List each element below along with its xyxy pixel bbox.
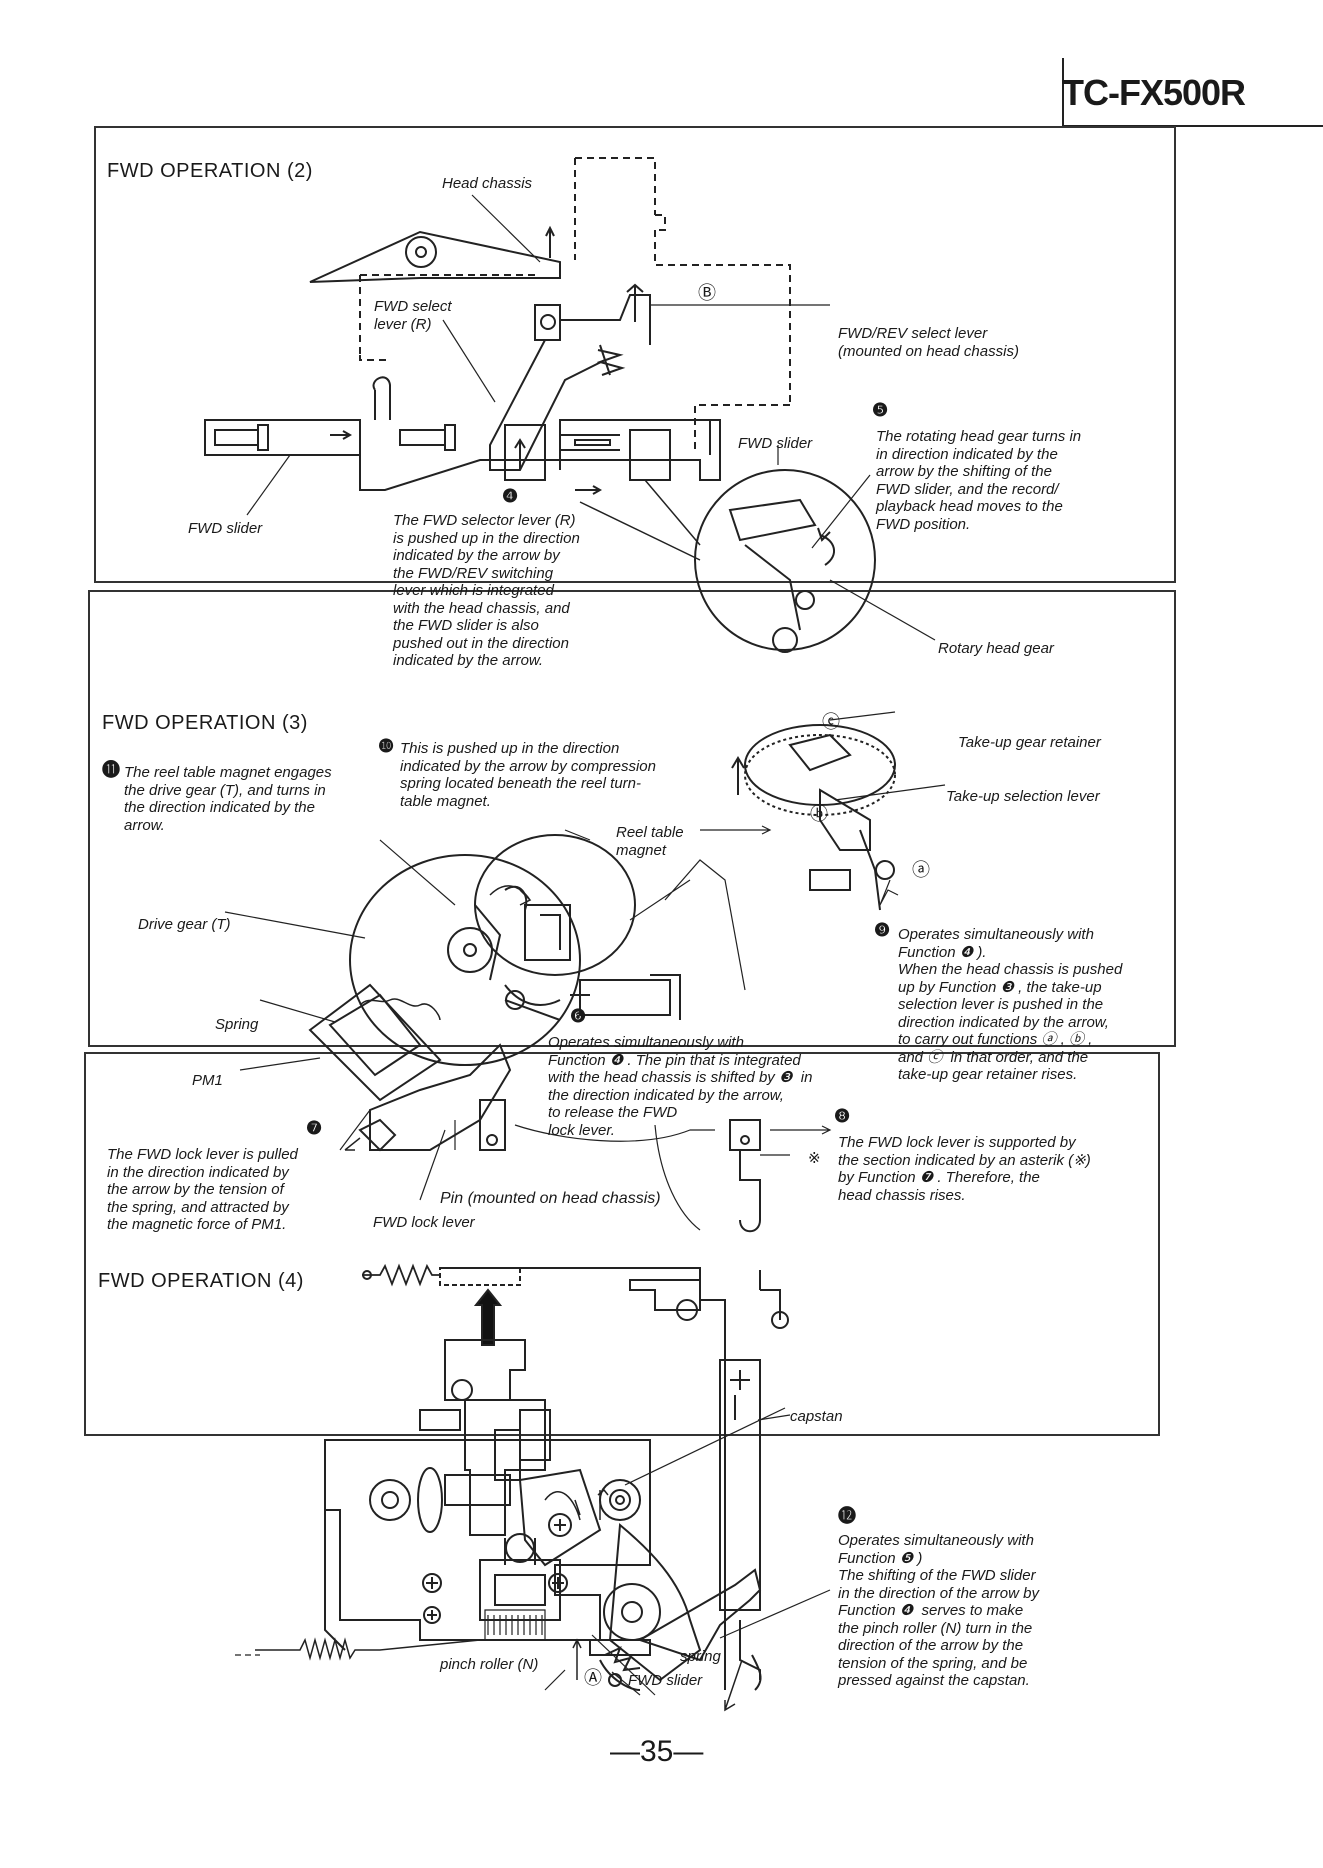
- model-rule-horizontal: [1062, 125, 1323, 127]
- label-pinch-roller: pinch roller (N): [440, 1656, 539, 1673]
- step-6-number: ❻: [570, 1006, 587, 1026]
- step-12-number: ⓬: [838, 1506, 856, 1526]
- step-10-description: This is pushed up in the direction indic…: [400, 740, 656, 810]
- step-11-description: The reel table magnet engages the drive …: [124, 764, 332, 834]
- label-drive-gear: Drive gear (T): [138, 916, 231, 933]
- label-fwd-rev-select-lever: FWD/REV select lever (mounted on head ch…: [838, 325, 1019, 360]
- step-6-description: Operates simultaneously with Function ❹ …: [548, 1034, 813, 1139]
- step-4-number: ❹: [502, 486, 519, 506]
- step-10-number: ❿: [378, 736, 395, 756]
- step-7-description: The FWD lock lever is pulled in the dire…: [107, 1146, 298, 1233]
- panel3-drawing: [224, 711, 946, 1233]
- step-9-description: Operates simultaneously with Function ❹ …: [898, 926, 1123, 1083]
- panel3-title: FWD OPERATION (3): [102, 712, 308, 734]
- marker-b-panel2: Ⓑ: [698, 283, 716, 303]
- step-8-number: ❽: [834, 1106, 851, 1126]
- label-spring: Spring: [215, 1016, 259, 1033]
- step-7-number: ❼: [306, 1118, 323, 1138]
- step-5-number: ❺: [872, 400, 889, 420]
- panel-fwd-operation-3: [88, 590, 1176, 1047]
- label-take-up-gear-retainer: Take-up gear retainer: [958, 734, 1101, 751]
- label-fwd-select-lever: FWD select lever (R): [374, 298, 452, 333]
- model-number: TC-FX500R: [1062, 72, 1246, 113]
- label-fwd-slider-left: FWD slider: [188, 520, 263, 537]
- label-fwd-slider-panel4: FWD slider: [628, 1672, 703, 1689]
- marker-a-panel4: Ⓐ: [584, 1668, 602, 1688]
- marker-c-panel3: ⓒ: [822, 712, 840, 732]
- panel2-drawing: [204, 157, 936, 653]
- panel-fwd-operation-4: [84, 1052, 1160, 1436]
- step-8-description: The FWD lock lever is supported by the s…: [838, 1134, 1091, 1204]
- marker-a-panel3: ⓐ: [912, 860, 930, 880]
- label-reel-table-magnet: Reel table magnet: [616, 824, 684, 859]
- marker-b-panel3: ⓑ: [810, 804, 828, 824]
- step-11-number: ⓫: [102, 760, 120, 780]
- label-take-up-selection-lever: Take-up selection lever: [946, 788, 1100, 805]
- label-capstan: capstan: [790, 1408, 843, 1425]
- label-head-chassis: Head chassis: [442, 175, 533, 192]
- step-9-number: ❾: [874, 920, 891, 940]
- panel-fwd-operation-2: [94, 126, 1176, 583]
- step-5-description: The rotating head gear turns in in direc…: [876, 428, 1082, 533]
- step-4-description: The FWD selector lever (R) is pushed up …: [393, 512, 580, 669]
- label-pin-mounted-on-head-chassis: Pin (mounted on head chassis): [440, 1190, 661, 1207]
- step-12-description: Operates simultaneously with Function ❺ …: [838, 1532, 1039, 1689]
- label-fwd-lock-lever: FWD lock lever: [373, 1214, 475, 1231]
- label-pm1: PM1: [192, 1072, 223, 1089]
- label-fwd-slider-right: FWD slider: [738, 435, 813, 452]
- panel2-title: FWD OPERATION (2): [107, 160, 313, 182]
- asterisk-marker: ※: [808, 1150, 821, 1167]
- panel4-drawing: [235, 1263, 831, 1712]
- panel4-title: FWD OPERATION (4): [98, 1270, 304, 1292]
- label-spring-panel4: spring: [680, 1648, 721, 1665]
- model-rule-vertical: [1062, 58, 1064, 126]
- label-rotary-head-gear: Rotary head gear: [938, 640, 1054, 657]
- page-number: —35—: [610, 1735, 704, 1768]
